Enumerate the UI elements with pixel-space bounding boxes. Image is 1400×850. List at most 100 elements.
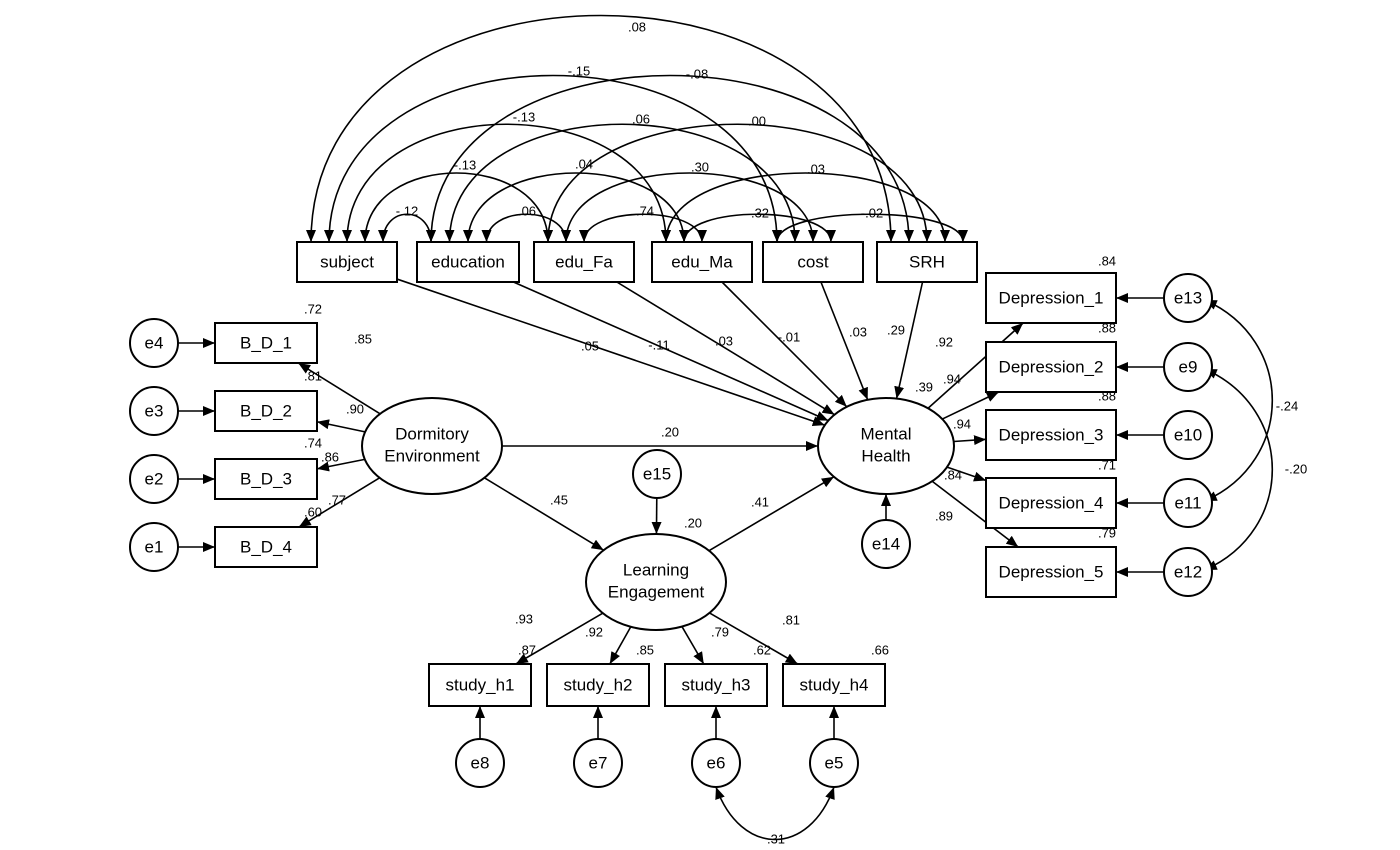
observed-variable-box xyxy=(416,241,520,283)
coef-dorm-bd3: .86 xyxy=(321,449,339,464)
node-label-dep4: Depression_4 xyxy=(999,493,1104,512)
node-e8: e8 xyxy=(455,738,505,788)
path-mh-to-dep5 xyxy=(931,480,1019,548)
latent-variable-ellipse xyxy=(585,533,727,631)
coef-education-mh: -.11 xyxy=(648,337,669,352)
cov-coef-edu-fa-edu-ma: .74 xyxy=(636,203,654,218)
error-term-circle xyxy=(1163,478,1213,528)
node-label-bd2: B_D_2 xyxy=(240,401,292,420)
coef-dorm-bd1: .85 xyxy=(354,331,372,346)
observed-variable-box xyxy=(985,546,1117,598)
error-term-circle xyxy=(1163,342,1213,392)
path-mh-to-dep3 xyxy=(953,435,987,446)
node-edu-ma: edu_Ma xyxy=(651,241,753,283)
path-education-to-mh xyxy=(513,281,829,422)
node-sh2: study_h2 xyxy=(546,663,650,707)
node-label-bd4: B_D_4 xyxy=(240,537,292,556)
r2-dep4: .71 xyxy=(1098,457,1116,472)
node-label-le-line1: Learning xyxy=(623,560,689,579)
cov-cost-srh xyxy=(772,213,968,243)
node-e15: e15 xyxy=(632,449,682,499)
node-bd2: B_D_2 xyxy=(214,390,318,432)
node-bd4: B_D_4 xyxy=(214,526,318,568)
error-term-circle xyxy=(632,449,682,499)
node-sh4: study_h4 xyxy=(782,663,886,707)
error-term-circle xyxy=(809,738,859,788)
node-dep2: Depression_2 xyxy=(985,341,1117,393)
cov-education-cost xyxy=(444,123,800,243)
node-label-e10: e10 xyxy=(1174,425,1202,444)
r2-dep2: .88 xyxy=(1098,320,1116,335)
node-dep1: Depression_1 xyxy=(985,272,1117,324)
observed-variable-box xyxy=(214,322,318,364)
coef-edu-ma-mh: -.01 xyxy=(778,329,800,344)
cov-subject-srh xyxy=(306,14,896,243)
cov-coef-education-cost: .06 xyxy=(632,111,650,126)
path-le-to-mh xyxy=(708,476,835,552)
coef-le-sh3: .79 xyxy=(711,624,729,639)
node-label-dep1: Depression_1 xyxy=(999,288,1104,307)
node-label-bd1: B_D_1 xyxy=(240,333,292,352)
node-label-cost: cost xyxy=(797,252,828,271)
cov-coef-e13-e11: -.24 xyxy=(1276,398,1298,413)
node-label-e4: e4 xyxy=(145,333,164,352)
node-label-sh3: study_h3 xyxy=(682,675,751,694)
path-dorm-to-bd4 xyxy=(298,477,381,528)
cov-e6-e5 xyxy=(715,786,835,841)
error-term-circle xyxy=(573,738,623,788)
node-label-e7: e7 xyxy=(589,753,608,772)
error-term-circle xyxy=(1163,547,1213,597)
path-le-to-sh4 xyxy=(709,612,799,665)
cov-education-srh xyxy=(426,74,914,243)
latent-variable-ellipse xyxy=(817,397,955,495)
coef-mh-dep5: .89 xyxy=(935,508,953,523)
node-label-mh-line2: Health xyxy=(861,446,910,465)
observed-variable-box xyxy=(762,241,864,283)
r2-sh2: .85 xyxy=(636,642,654,657)
node-label-dorm-line1: Dormitory xyxy=(395,424,469,443)
cov-e13-e11 xyxy=(1204,299,1274,502)
path-subject-to-mh xyxy=(396,278,826,426)
node-label-sh4: study_h4 xyxy=(800,675,869,694)
r2-sh3: .62 xyxy=(753,642,771,657)
node-label-sh2: study_h2 xyxy=(564,675,633,694)
coef-mh-dep3: .94 xyxy=(953,416,971,431)
cov-coef-e6-e5: .31 xyxy=(767,831,785,846)
node-label-dorm-line2: Environment xyxy=(384,446,480,465)
coef-mh-dep1: .92 xyxy=(935,334,953,349)
path-edu-ma-to-mh xyxy=(721,281,848,408)
cov-coef-edu-ma-srh: .03 xyxy=(807,161,825,176)
r2-dep3: .88 xyxy=(1098,388,1116,403)
error-term-circle xyxy=(129,318,179,368)
node-edu-fa: edu_Fa xyxy=(533,241,635,283)
node-label-e15: e15 xyxy=(643,464,671,483)
observed-variable-box xyxy=(664,663,768,707)
coef-dorm-bd4: .77 xyxy=(328,492,346,507)
cov-coef-subject-edu-ma: -.13 xyxy=(513,109,535,124)
cov-coef-edu-fa-cost: .30 xyxy=(691,159,709,174)
cov-edu-fa-srh xyxy=(543,123,932,243)
coef-le-mh: .41 xyxy=(751,494,769,509)
error-term-circle xyxy=(129,454,179,504)
error-term-circle xyxy=(455,738,505,788)
coef-le-sh1: .93 xyxy=(515,611,533,626)
cov-coef-subject-cost: -.15 xyxy=(568,63,590,78)
path-mh-to-dep4 xyxy=(946,466,987,482)
node-label-sh1: study_h1 xyxy=(446,675,515,694)
observed-variable-box xyxy=(214,458,318,500)
coef-dorm-le: .45 xyxy=(550,492,568,507)
node-label-e6: e6 xyxy=(707,753,726,772)
node-e12: e12 xyxy=(1163,547,1213,597)
observed-variable-box xyxy=(214,526,318,568)
coef-edu-fa-mh: .03 xyxy=(715,333,733,348)
path-dorm-to-bd2 xyxy=(316,419,366,433)
error-term-circle xyxy=(1163,273,1213,323)
cov-coef-edu-fa-srh: .00 xyxy=(748,113,766,128)
observed-variable-box xyxy=(985,341,1117,393)
coef-cost-mh: .03 xyxy=(849,324,867,339)
path-cost-to-mh xyxy=(820,281,869,401)
